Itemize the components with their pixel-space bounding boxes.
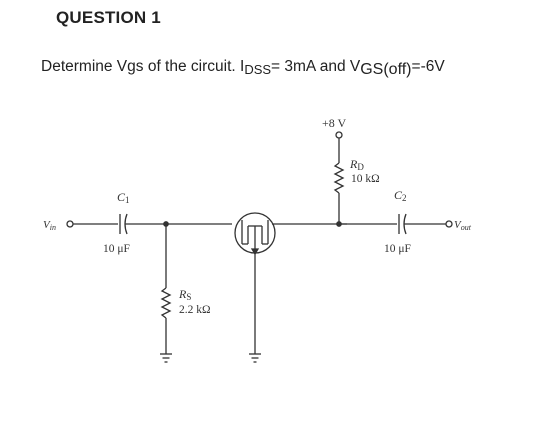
question-mid: = 3mA and V: [271, 58, 361, 75]
rd-value-label: 10 kΩ: [351, 173, 380, 185]
ground-symbol-rs: [160, 353, 172, 363]
c1-value-label: 10 μF: [103, 243, 130, 255]
vout-terminal: [445, 220, 453, 228]
c1-name-label: C1: [117, 190, 130, 205]
rs-value-label: 2.2 kΩ: [179, 304, 211, 316]
rd-name-label: RD: [349, 157, 364, 172]
supply-terminal: [335, 131, 343, 139]
vout-label: Vout: [454, 219, 472, 232]
question-heading: QUESTION 1: [56, 8, 161, 27]
idss-subscript: DSS: [244, 62, 272, 77]
jfet-transistor: [234, 212, 276, 256]
question-text: Determine Vgs of the circuit. IDSS= 3mA …: [41, 58, 445, 78]
supply-voltage-label: +8 V: [322, 116, 347, 130]
ground-symbol-gate: [249, 353, 261, 363]
vin-label: Vin: [43, 219, 56, 232]
rs-resistor: [160, 287, 172, 319]
rd-resistor: [333, 162, 345, 194]
c2-value-label: 10 μF: [384, 243, 411, 255]
c2-name-label: C2: [394, 188, 407, 203]
rs-name-label: RS: [178, 287, 191, 302]
vgs-off-subscript: GS(off): [360, 61, 412, 78]
question-lead: Determine Vgs of the circuit. I: [41, 58, 245, 75]
question-tail: =-6V: [411, 58, 445, 75]
vin-terminal: [66, 220, 74, 228]
